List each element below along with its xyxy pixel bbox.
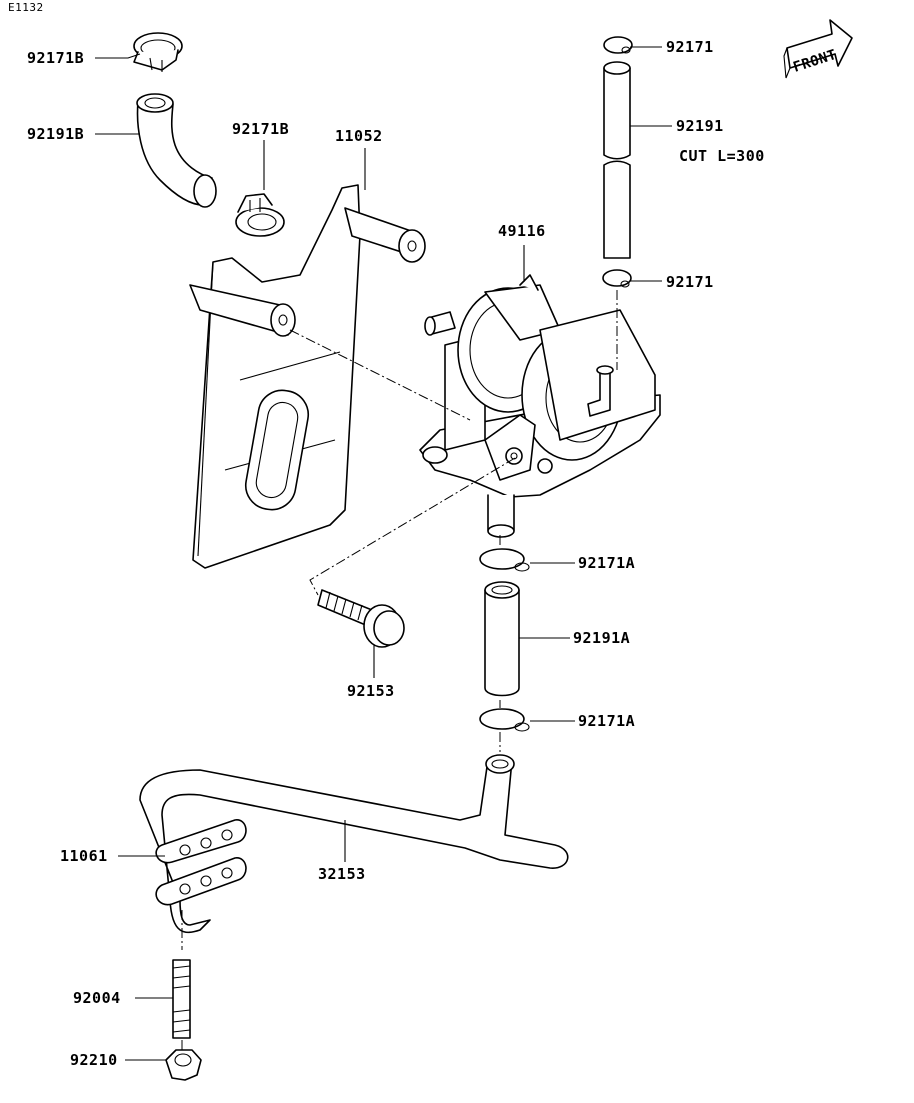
hose-clip-92171a-upper [479,548,530,572]
label-11052: 11052 [335,127,383,145]
diagram-code: E1132 [8,1,44,14]
label-92191b: 92191B [27,125,84,143]
front-arrow-icon: FRONT [783,19,853,79]
bracket-11052 [189,184,426,569]
label-92171a-upper: 92171A [578,554,635,572]
hose-clip-92171-lower [602,269,632,288]
hose-92191 [603,61,631,259]
bolt-92153 [317,589,405,648]
label-92153: 92153 [347,682,395,700]
label-92171b-top: 92171B [27,49,84,67]
label-32153: 32153 [318,865,366,883]
hose-clip-92171a-lower [479,708,530,732]
fuel-pump-49116 [419,274,661,538]
part-labels: 92171B 92191B 92171B 11052 92171 92191 C… [27,38,765,1069]
pipe-32153 [139,754,569,934]
label-92191a: 92191A [573,629,630,647]
nut-92210 [165,1049,202,1081]
hose-clip-92171b-mid [235,193,285,237]
label-11061: 11061 [60,847,108,865]
label-92171-top: 92171 [666,38,714,56]
label-cut-length: CUT L=300 [679,147,765,165]
elbow-hose-92191b [136,93,217,208]
plate-11061 [155,819,247,906]
stud-92004 [172,959,191,1039]
label-92171-lower: 92171 [666,273,714,291]
label-92171a-lower: 92171A [578,712,635,730]
hose-92191a [484,581,520,697]
leader-lines [95,46,672,1061]
label-49116: 49116 [498,222,546,240]
hose-clip-92171b-top [133,32,183,72]
label-92210: 92210 [70,1051,118,1069]
hose-clip-92171-top [603,36,633,54]
assembly-lines [181,290,618,1050]
label-92004: 92004 [73,989,121,1007]
label-92171b-mid: 92171B [232,120,289,138]
label-92191: 92191 [676,117,724,135]
